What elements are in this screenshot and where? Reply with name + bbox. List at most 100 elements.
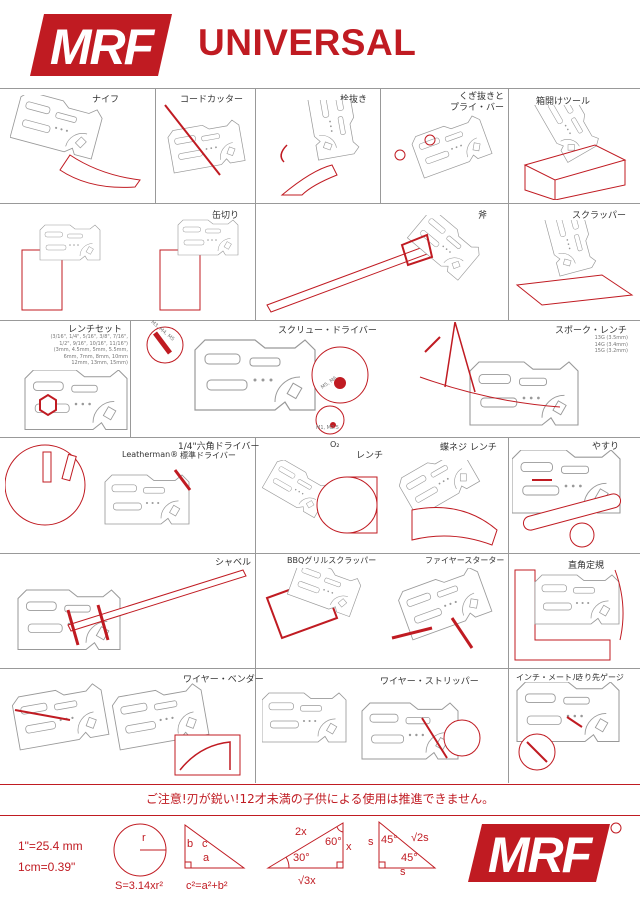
divider [255, 203, 256, 320]
label-o2-wrench: レンチ [356, 451, 384, 461]
scraper-illustration [515, 220, 634, 306]
divider [155, 88, 156, 203]
divider [0, 203, 640, 204]
divider [508, 437, 509, 783]
nail-puller-text: くぎ抜きと [459, 92, 505, 102]
label-wire-bender: ワイヤー・ベンダー [183, 675, 264, 685]
label-box-opener: 箱開けツール [536, 97, 591, 107]
screw-size-m1-m25: M1, M2.5 [316, 425, 339, 431]
o2-wrench-illustration [262, 460, 498, 546]
bottle-opener-illustration [280, 100, 361, 196]
side-b: b [187, 838, 194, 850]
circle-r: r [142, 832, 146, 844]
axe-illustration [266, 215, 483, 313]
page-title: UNIVERSAL [198, 22, 417, 63]
divider [0, 320, 640, 321]
wrench-size-line: 12mm, 13mm, 15mm) [71, 360, 128, 366]
spoke-size: 15G (3.2mm) [594, 348, 628, 354]
divider [255, 88, 256, 203]
label-file: やすり [592, 442, 620, 452]
circle-diagram [113, 823, 167, 877]
footer-logo-brand-text: MRF [488, 827, 594, 883]
divider [130, 320, 131, 437]
side-a: a [203, 852, 210, 864]
divider [508, 88, 509, 320]
mrf-logo-footer: MRF [468, 824, 610, 883]
right-triangle-diagram [184, 824, 246, 869]
pythagoras-formula: c²=a²+b² [186, 880, 228, 892]
label-scraper: スクラッパー [572, 211, 627, 221]
wrench-size-line: 1/2", 9/16", 10/16", 11/16") [59, 340, 128, 347]
label-leatherman: Leatherman® [122, 450, 179, 459]
side-c: c [202, 838, 208, 850]
logo-brand-text: MRF [50, 19, 156, 75]
label-knife: ナイフ [92, 95, 120, 105]
30-60-triangle-diagram [266, 822, 344, 869]
wrench-set-illustration [24, 370, 128, 431]
side-s: s [368, 836, 374, 848]
spoke-size: 13G (3.5mm) [594, 335, 628, 341]
divider [0, 88, 640, 89]
knife-illustration [10, 95, 141, 188]
circle-area-formula: S=3.14xr² [115, 880, 163, 892]
spoke-sizes: 13G (3.5mm) 14G (3.4mm) 15G (3.2mm) [595, 335, 628, 355]
safety-warning: ご注意!刃が鋭い!12才未満の子供による使用は推進できません。 [0, 784, 640, 816]
registered-icon [610, 822, 622, 834]
hyp-root2s: √2s [411, 832, 429, 844]
label-square: 直角定規 [568, 561, 605, 571]
spoke-wrench-illustration [419, 322, 579, 426]
hex-driver-illustration [5, 444, 192, 526]
label-bbq-scraper: BBQグリルスクラッパー [287, 556, 377, 565]
can-opener-illustration [21, 219, 239, 311]
square-illustration [514, 569, 624, 661]
shovel-illustration [17, 569, 247, 651]
pry-bar-text: プライ・バー [450, 103, 505, 113]
wrench-size-line: 6mm, 7mm, 8mm, 10mm [63, 353, 128, 360]
label-nail-puller: くぎ抜きとプライ・バー [450, 92, 504, 114]
label-axe: 斧 [478, 211, 488, 221]
wire-bender-illustration [10, 682, 241, 776]
screwdriver-illustration [146, 326, 369, 435]
hyp-2x: 2x [295, 826, 307, 838]
base-root3x: √3x [298, 875, 316, 887]
divider [380, 88, 381, 203]
mrf-logo: MRF [30, 14, 172, 76]
angle-30: 30° [293, 852, 310, 864]
angle-45-bottom: 45° [401, 852, 418, 864]
bbq-fire-illustration [265, 568, 493, 649]
label-cord-cutter: コードカッター [180, 95, 244, 105]
angle-60: 60° [325, 836, 342, 848]
base-s: s [400, 866, 406, 878]
label-wrench-set: レンチセット [68, 325, 123, 335]
45-45-triangle-diagram [378, 820, 437, 869]
label-ruler: インチ・メートル [516, 673, 580, 682]
label-drill-gauge: きり先ゲージ [576, 673, 624, 682]
divider [255, 437, 256, 783]
nail-puller-illustration [394, 115, 493, 179]
label-butterfly-wrench: 蝶ネジ レンチ [440, 443, 497, 453]
label-o2: O₂ [330, 440, 340, 449]
divider [0, 553, 640, 554]
file-illustration [512, 450, 622, 548]
ruler-gauge-illustration [516, 682, 620, 771]
inch-conversion: 1"=25.4 mm [18, 839, 83, 853]
label-shovel: シャベル [215, 558, 252, 568]
cm-conversion: 1cm=0.39" [18, 860, 76, 874]
label-std-driver: 標準ドライバー [180, 451, 236, 460]
divider [0, 668, 640, 669]
label-hex-driver: 1/4"六角ドライバー [178, 442, 260, 452]
label-bottle-opener: 栓抜き [340, 95, 368, 105]
wrench-size-line: (3/16", 1/4", 5/16", 3/8", 7/16", [50, 334, 128, 340]
wrench-size-line: (3mm, 4.5mm, 5mm, 5.5mm, [53, 347, 128, 353]
label-fire-starter: ファイヤースターター [425, 556, 505, 565]
label-can-opener: 缶切り [212, 211, 240, 221]
label-spoke-wrench: スポーク・レンチ [555, 326, 627, 336]
label-wire-stripper: ワイヤー・ストリッパー [380, 677, 479, 687]
wire-stripper-illustration [262, 692, 481, 760]
side-x: x [346, 841, 352, 853]
label-screwdriver: スクリュー・ドライバー [278, 326, 377, 336]
spoke-size: 14G (3.4mm) [594, 341, 628, 348]
cord-cutter-illustration [164, 104, 246, 176]
box-opener-illustration [523, 105, 627, 200]
angle-45-top: 45° [381, 834, 398, 846]
